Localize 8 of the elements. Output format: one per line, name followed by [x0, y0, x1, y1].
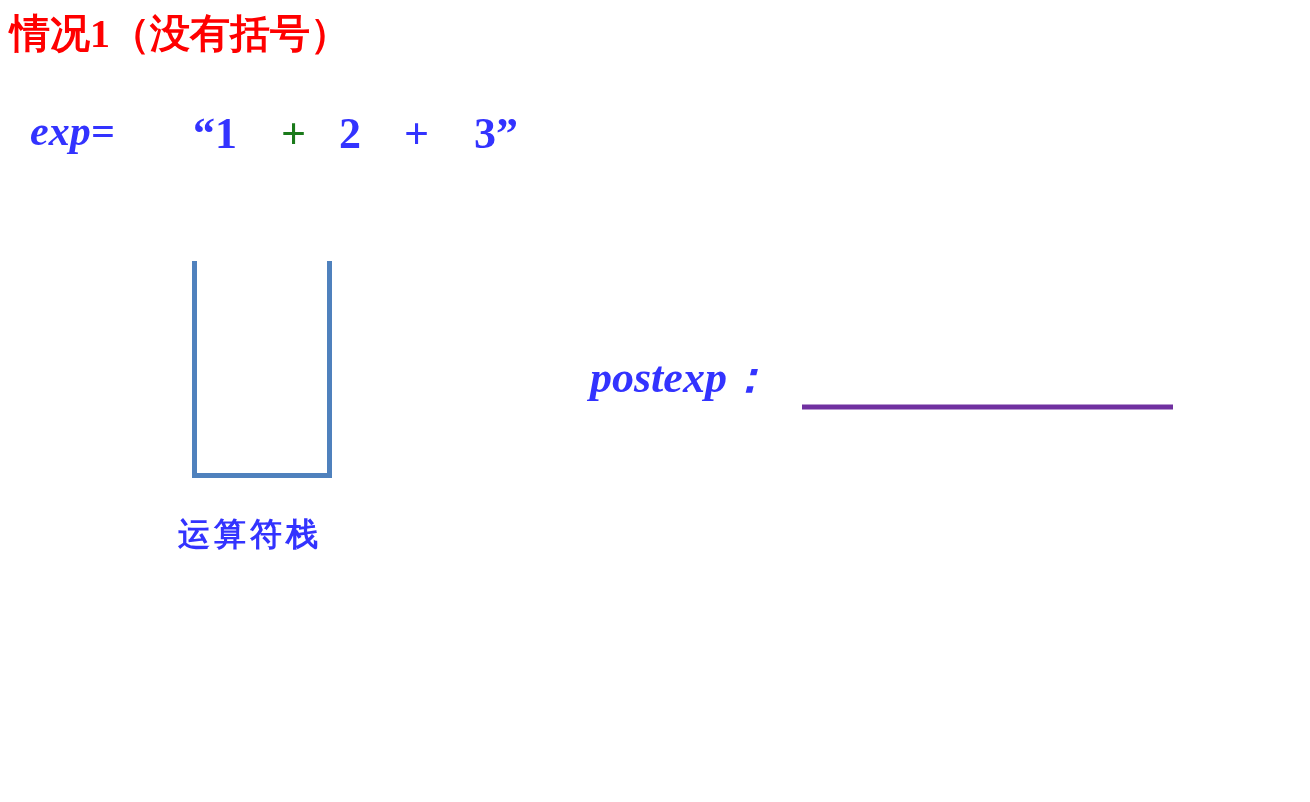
expression-token: “1 — [193, 112, 237, 156]
variable-name: exp= — [30, 110, 115, 152]
operator-token: + — [281, 112, 307, 156]
expression-token: 2 — [339, 112, 361, 156]
stack-label: 运算符栈 — [178, 518, 322, 550]
operator-token: + — [404, 112, 430, 156]
expression-token: 3” — [474, 112, 518, 156]
title: 情况1（没有括号） — [10, 14, 350, 54]
